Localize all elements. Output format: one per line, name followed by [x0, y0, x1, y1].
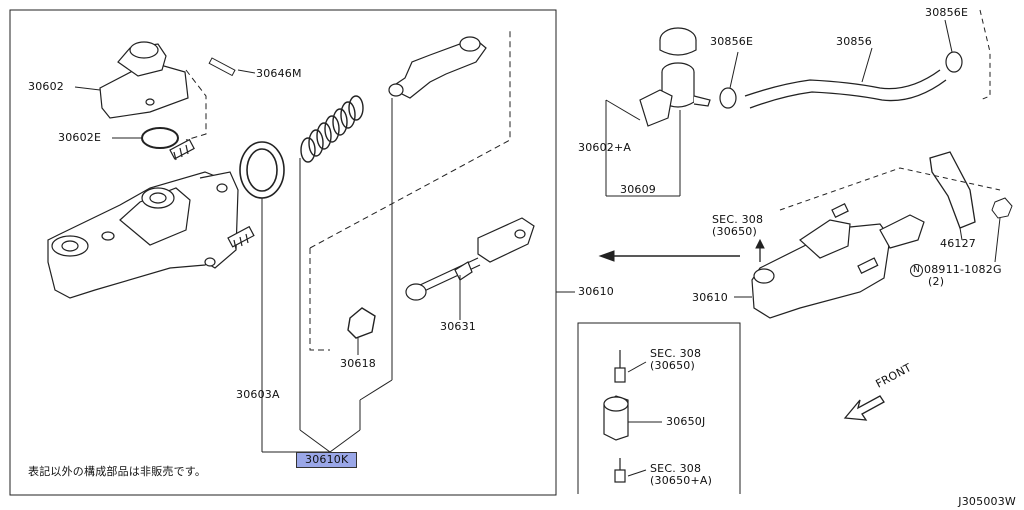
piston: [388, 36, 487, 99]
spring: [300, 95, 364, 163]
label-30610-ref: 30610: [692, 291, 728, 304]
label-46127: 46127: [940, 237, 976, 250]
label-sec308-b: SEC. 308: [650, 347, 702, 360]
label-30603A: 30603A: [236, 388, 280, 401]
label-30610K: 30610K: [296, 452, 358, 468]
snap-ring: [347, 307, 376, 339]
nut: [991, 197, 1013, 219]
inset-parts: [603, 350, 629, 483]
label-30602E: 30602E: [58, 131, 102, 144]
label-sec308-a: SEC. 308: [712, 213, 764, 226]
hose: [744, 69, 947, 109]
label-sec308-a-sub: (30650): [712, 225, 757, 238]
front-arrow: [843, 395, 885, 421]
pin: [208, 57, 256, 77]
label-30602A: 30602+A: [578, 141, 632, 154]
seal-ring: [239, 141, 285, 199]
gasket: [929, 151, 976, 229]
label-30856E-a: 30856E: [710, 35, 754, 48]
o-ring: [141, 127, 179, 149]
master-cylinder-ref: [751, 203, 925, 319]
label-sec308-c: SEC. 308: [650, 462, 702, 475]
label-30650J: 30650J: [666, 415, 706, 428]
label-30610: 30610: [578, 285, 614, 298]
hose-clamps: [719, 51, 963, 109]
label-30631: 30631: [440, 320, 476, 333]
push-rod: [405, 217, 535, 301]
footnote: 表記以外の構成部品は非販売です。: [28, 465, 207, 478]
label-30646M: 30646M: [256, 67, 302, 80]
label-30618: 30618: [340, 357, 376, 370]
label-30609: 30609: [620, 183, 656, 196]
label-sec308-c-sub: (30650+A): [650, 474, 713, 487]
nut-symbol-icon: N: [910, 264, 923, 277]
label-08911: 08911-1082G: [924, 263, 1002, 276]
label-30856: 30856: [836, 35, 872, 48]
label-08911-qty: (2): [928, 275, 945, 288]
label-sec308-b-sub: (30650): [650, 359, 695, 372]
label-30856E-b: 30856E: [925, 6, 969, 19]
diagram-code: J305003W: [958, 495, 1016, 508]
label-30602: 30602: [28, 80, 64, 93]
studs: [169, 138, 255, 250]
reference-arrow: [598, 250, 740, 262]
main-frame: [9, 9, 557, 496]
reservoir-cap: [99, 41, 189, 119]
inset-frame: [577, 322, 741, 494]
reservoir-tank: [639, 27, 711, 127]
master-cylinder-body: [47, 171, 239, 299]
